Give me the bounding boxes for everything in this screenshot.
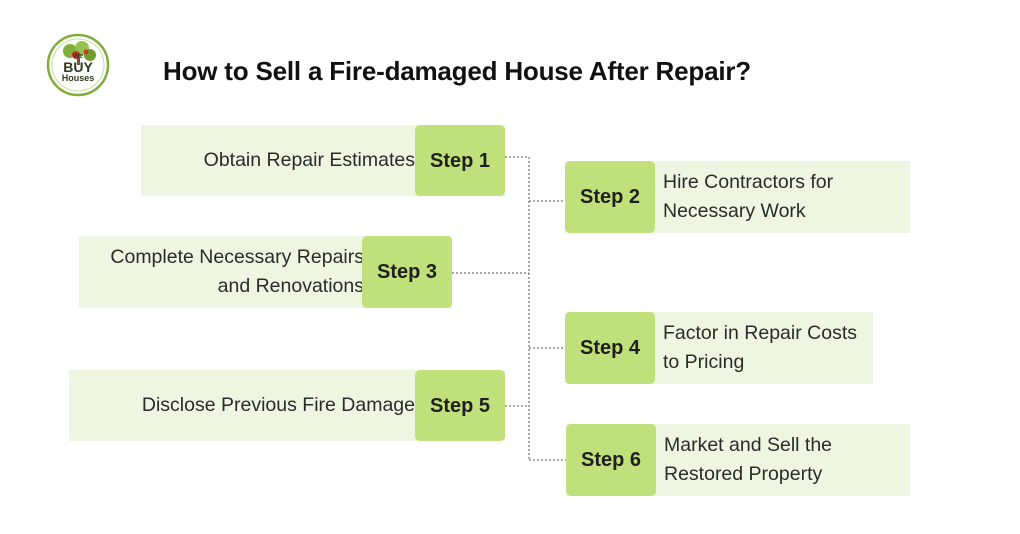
step-5-card: Disclose Previous Fire Damage Step 5: [69, 370, 505, 441]
step-4-card: Step 4 Factor in Repair Costs to Pricing: [565, 312, 873, 384]
step-2-card: Step 2 Hire Contractors for Necessary Wo…: [565, 161, 910, 233]
step-4-badge: Step 4: [565, 312, 655, 384]
logo-emblem-icon: [46, 33, 110, 97]
step-2-badge: Step 2: [565, 161, 655, 233]
step-1-text: Obtain Repair Estimates: [203, 148, 415, 171]
logo-text-houses: Houses: [61, 73, 95, 83]
step-3-text: Complete Necessary Repairs and Renovatio…: [110, 245, 364, 297]
step-3-badge: Step 3: [362, 236, 452, 308]
step-1-badge: Step 1: [415, 125, 505, 196]
logo-text-buy: BUY: [63, 59, 93, 75]
step-5-text: Disclose Previous Fire Damage: [141, 393, 415, 416]
logo-text-we: We: [72, 53, 84, 60]
step-3-card: Complete Necessary Repairs and Renovatio…: [79, 236, 452, 308]
logo: We BUY Houses: [46, 33, 110, 97]
step-1-card: Obtain Repair Estimates Step 1: [141, 125, 505, 196]
page-title: How to Sell a Fire-damaged House After R…: [163, 56, 751, 86]
step-4-text: Factor in Repair Costs to Pricing: [663, 321, 857, 373]
step-5-badge: Step 5: [415, 370, 505, 441]
step-6-badge: Step 6: [566, 424, 656, 496]
step-6-text: Market and Sell the Restored Property: [664, 433, 833, 485]
step-2-text: Hire Contractors for Necessary Work: [663, 170, 834, 222]
step-6-card: Step 6 Market and Sell the Restored Prop…: [566, 424, 910, 496]
